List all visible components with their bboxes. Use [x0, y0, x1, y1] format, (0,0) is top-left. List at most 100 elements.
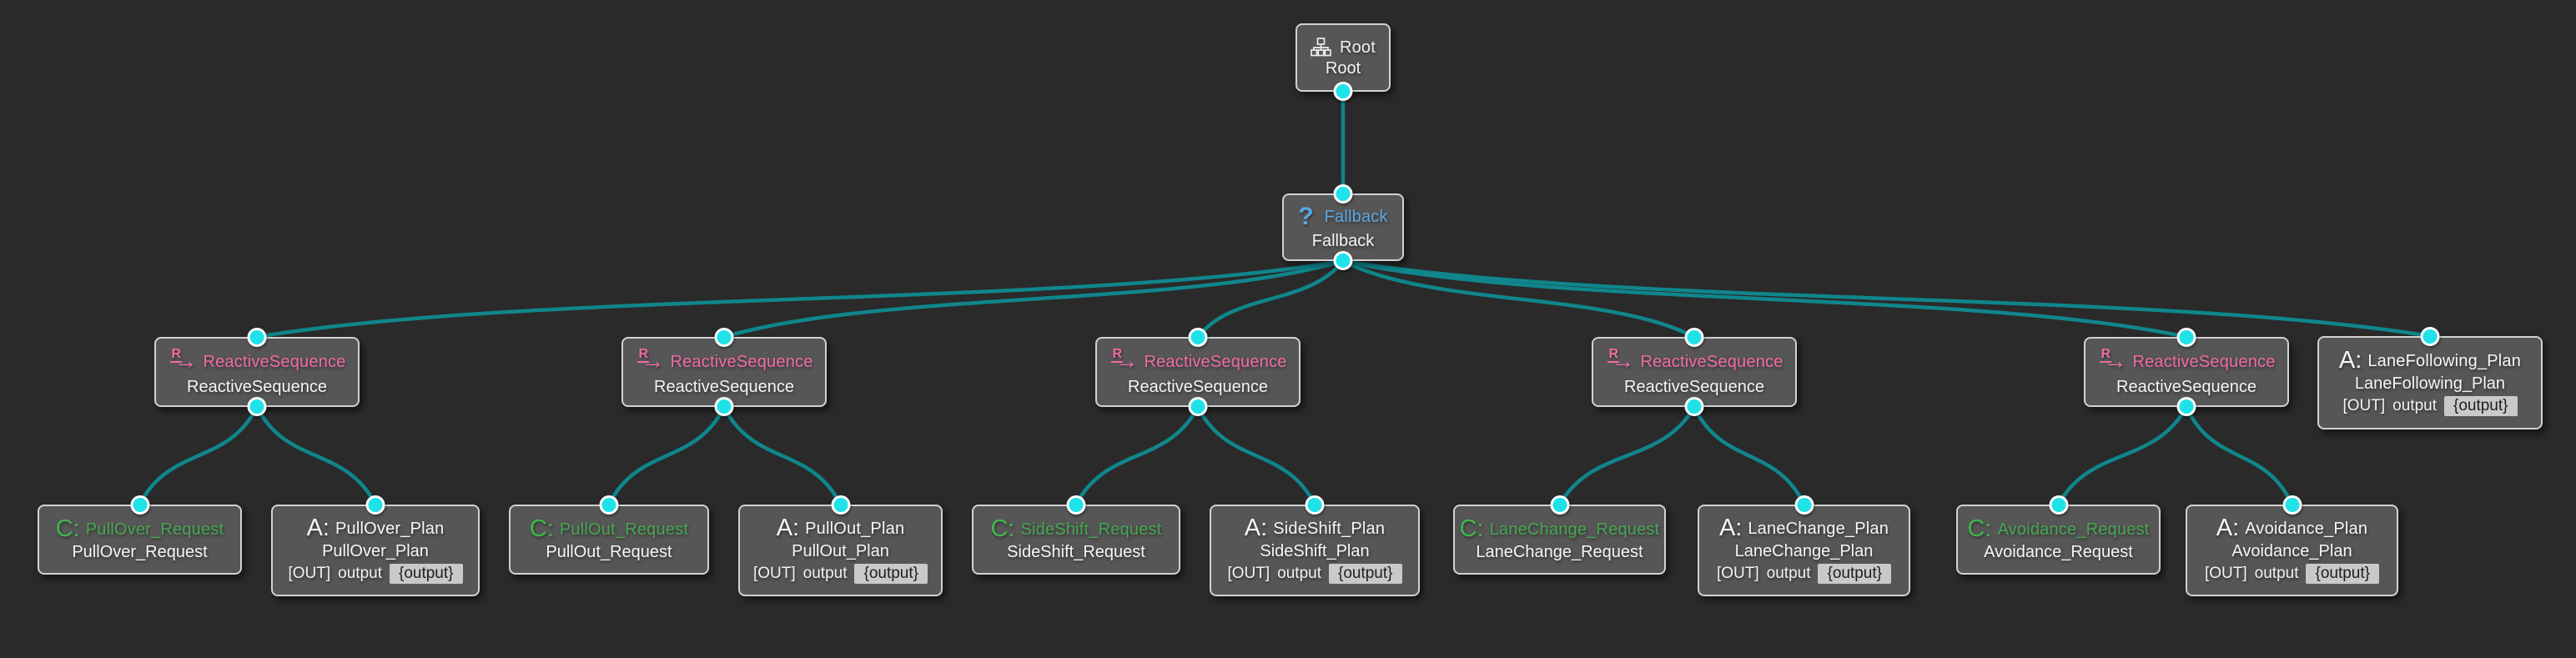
- node-rs3[interactable]: R→ ReactiveSequence ReactiveSequence: [1095, 328, 1301, 416]
- port-value-badge: {output}: [2443, 395, 2518, 416]
- node-rs5[interactable]: R→ ReactiveSequence ReactiveSequence: [2084, 328, 2289, 416]
- output-port[interactable]: [714, 397, 734, 416]
- port-key-label: output: [1766, 564, 1811, 582]
- right-arrow-glyph: →: [2103, 347, 2127, 374]
- input-port[interactable]: [2282, 495, 2302, 515]
- edge-rs2-to-pullout_plan: [722, 404, 843, 507]
- node-pullover-request[interactable]: C: PullOver_Request PullOver_Request: [38, 495, 242, 575]
- node-avoidance-request[interactable]: C: Avoidance_Request Avoidance_Request: [1956, 495, 2161, 575]
- input-port[interactable]: [831, 495, 850, 515]
- node-title-row: ? Fallback: [1298, 204, 1387, 229]
- edge-fallback-to-rs2: [722, 259, 1346, 339]
- port-direction-label: [OUT]: [2204, 564, 2247, 582]
- node-title-row: R→ ReactiveSequence: [1605, 347, 1783, 375]
- node-title-row: C: PullOver_Request: [55, 515, 224, 543]
- node-sideshift-request[interactable]: C: SideShift_Request SideShift_Request: [972, 495, 1180, 575]
- port-direction-label: [OUT]: [2342, 396, 2386, 414]
- node-pullover-plan[interactable]: A: PullOver_Plan PullOver_Plan [OUT] out…: [271, 495, 480, 596]
- node-type-prefix: C:: [1967, 515, 1992, 543]
- node-output-port-row: [OUT] output {output}: [753, 563, 928, 584]
- node-instance-name: ReactiveSequence: [2116, 377, 2257, 396]
- node-title: Root: [1339, 38, 1376, 57]
- reactive-sequence-icon: R→: [1109, 347, 1140, 375]
- node-pullout-request[interactable]: C: PullOut_Request PullOut_Request: [509, 495, 709, 575]
- node-instance-name: PullOver_Request: [72, 542, 208, 561]
- node-title-row: A: LaneChange_Plan: [1719, 516, 1889, 540]
- input-port[interactable]: [247, 328, 267, 347]
- port-value-badge: {output}: [1818, 563, 1892, 584]
- input-port[interactable]: [365, 495, 385, 515]
- output-port[interactable]: [247, 397, 267, 416]
- reactive-sequence-letter: R: [2100, 347, 2112, 364]
- input-port[interactable]: [1794, 495, 1814, 515]
- node-title-row: R→ ReactiveSequence: [168, 347, 346, 375]
- input-port[interactable]: [2176, 328, 2196, 347]
- node-instance-name: PullOut_Request: [546, 542, 672, 561]
- edge-fallback-to-lanefollowing_plan: [1341, 259, 2433, 339]
- input-port[interactable]: [714, 328, 734, 347]
- node-instance-name: ReactiveSequence: [654, 377, 794, 396]
- node-lanechange-plan[interactable]: A: LaneChange_Plan LaneChange_Plan [OUT]…: [1698, 495, 1910, 596]
- input-port[interactable]: [1188, 328, 1208, 347]
- node-title-row: R→ ReactiveSequence: [635, 347, 813, 375]
- node-output-port-row: [OUT] output {output}: [2342, 395, 2518, 416]
- node-title-row: C: PullOut_Request: [530, 517, 688, 541]
- tree-icon: [1311, 38, 1336, 57]
- node-instance-name: SideShift_Request: [1007, 542, 1145, 561]
- output-port[interactable]: [2176, 397, 2196, 416]
- input-port[interactable]: [1066, 495, 1086, 515]
- port-value-badge: {output}: [854, 563, 928, 584]
- input-port[interactable]: [1550, 495, 1569, 515]
- node-rs1[interactable]: R→ ReactiveSequence ReactiveSequence: [154, 328, 360, 416]
- question-mark-glyph: ?: [1298, 203, 1314, 230]
- reactive-sequence-icon: R→: [2097, 347, 2129, 375]
- node-title: PullOver_Plan: [335, 519, 445, 538]
- node-rs4[interactable]: R→ ReactiveSequence ReactiveSequence: [1592, 328, 1797, 416]
- input-port[interactable]: [2420, 327, 2440, 346]
- input-port[interactable]: [1684, 328, 1704, 347]
- node-title: Fallback: [1324, 208, 1388, 226]
- node-type-prefix: A:: [1244, 515, 1268, 542]
- node-pullout-plan[interactable]: A: PullOut_Plan PullOut_Plan [OUT] outpu…: [738, 495, 943, 596]
- output-port[interactable]: [1333, 251, 1353, 270]
- right-arrow-glyph: →: [1114, 347, 1139, 374]
- node-lanechange-request[interactable]: C: LaneChange_Request LaneChange_Request: [1453, 495, 1666, 575]
- node-title: Avoidance_Plan: [2245, 519, 2368, 538]
- node-title-row: A: Avoidance_Plan: [2216, 516, 2368, 540]
- node-title-row: A: PullOut_Plan: [777, 516, 905, 540]
- node-title: LaneChange_Plan: [1748, 519, 1889, 538]
- output-port[interactable]: [1333, 82, 1353, 101]
- node-avoidance-plan[interactable]: A: Avoidance_Plan Avoidance_Plan [OUT] o…: [2186, 495, 2398, 596]
- node-lanefollowing-plan[interactable]: A: LaneFollowing_Plan LaneFollowing_Plan…: [2317, 327, 2543, 429]
- node-title: ReactiveSequence: [203, 352, 346, 371]
- edge-fallback-to-rs1: [254, 259, 1346, 339]
- node-title-row: R→ ReactiveSequence: [1109, 347, 1287, 375]
- right-arrow-glyph: →: [641, 347, 665, 374]
- node-instance-name: LaneChange_Request: [1476, 542, 1643, 561]
- node-sideshift-plan[interactable]: A: SideShift_Plan SideShift_Plan [OUT] o…: [1210, 495, 1420, 596]
- port-key-label: output: [2254, 564, 2299, 582]
- reactive-sequence-letter: R: [1111, 347, 1124, 364]
- node-type-prefix: C:: [55, 515, 80, 543]
- node-root[interactable]: Root Root: [1296, 23, 1391, 101]
- input-port[interactable]: [2049, 495, 2068, 515]
- node-title: ReactiveSequence: [1144, 352, 1287, 371]
- input-port[interactable]: [1333, 184, 1353, 203]
- input-port[interactable]: [599, 495, 619, 515]
- output-port[interactable]: [1188, 397, 1208, 416]
- node-type-prefix: C:: [1459, 515, 1484, 543]
- node-output-port-row: [OUT] output {output}: [1227, 563, 1402, 584]
- node-title: Avoidance_Request: [1997, 520, 2150, 539]
- node-fallback[interactable]: ? Fallback Fallback: [1282, 184, 1404, 270]
- edge-rs1-to-pullover_plan: [254, 404, 378, 507]
- node-instance-name: Fallback: [1311, 232, 1375, 250]
- node-title: PullOut_Plan: [805, 519, 905, 538]
- input-port[interactable]: [130, 495, 149, 515]
- edge-rs3-to-sideshift_request: [1074, 404, 1200, 507]
- edge-fallback-to-rs4: [1341, 259, 1697, 339]
- input-port[interactable]: [1305, 495, 1325, 515]
- output-port[interactable]: [1684, 397, 1704, 416]
- node-rs2[interactable]: R→ ReactiveSequence ReactiveSequence: [621, 328, 827, 416]
